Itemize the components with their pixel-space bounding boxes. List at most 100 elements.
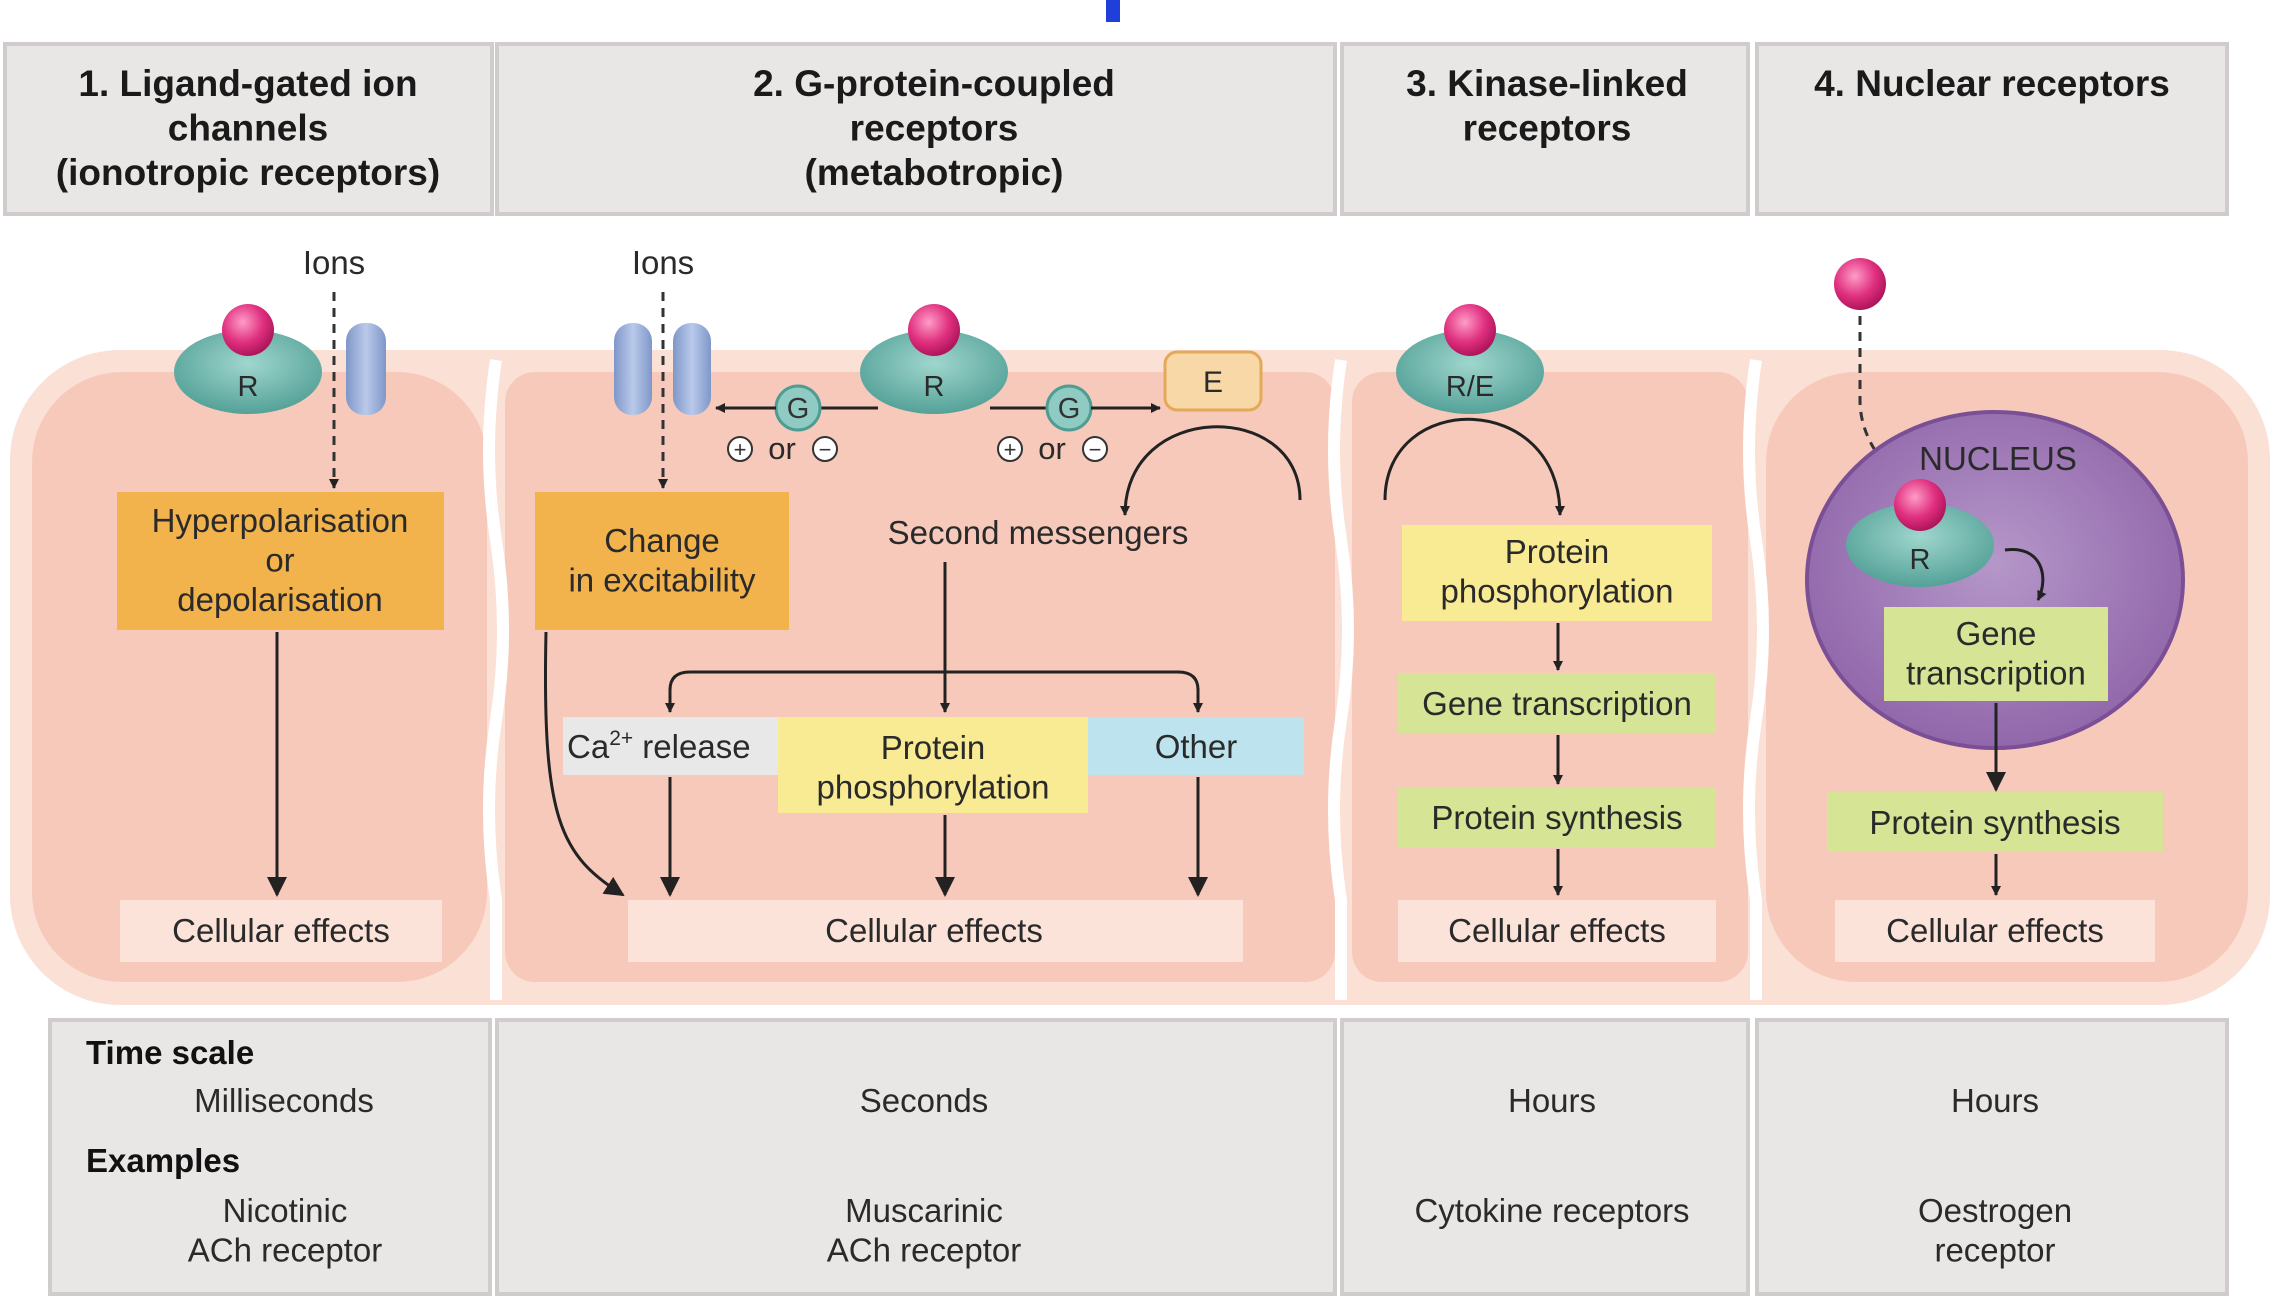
- footer-row: Time scale Examples Milliseconds Seconds…: [48, 1018, 2229, 1296]
- nucleus-label: NUCLEUS: [1919, 440, 2077, 477]
- time-scale-value-2: Seconds: [860, 1082, 988, 1119]
- cellular-effects-box-4: [1835, 900, 2155, 962]
- time-scale-value-4: Hours: [1951, 1082, 2039, 1119]
- plus-icon: [727, 436, 753, 462]
- gene-transcription-label-3: Gene transcription: [1422, 685, 1692, 722]
- ion-channel-icon: [673, 323, 711, 415]
- receptor-label-1: R: [238, 371, 259, 403]
- protein-synthesis-box: [1827, 792, 2163, 852]
- ligand-icon: [1834, 258, 1886, 310]
- plus-icon-glyph: +: [1004, 437, 1017, 462]
- top-mark: [1106, 0, 1120, 22]
- gene-transcription-box: [1398, 673, 1716, 733]
- cell-panel-2: [505, 372, 1335, 982]
- header-box-2: [495, 42, 1337, 216]
- ligand-icon: [222, 304, 274, 356]
- protein-synthesis-label-3: Protein synthesis: [1431, 799, 1682, 836]
- messenger-branch: [668, 670, 1200, 691]
- effector-loop-arrow: [1120, 425, 1302, 516]
- ca-release-label: Ca2+ release: [567, 727, 751, 765]
- minus-icon: [812, 436, 838, 462]
- excitability-to-effects-arrow: [544, 631, 625, 897]
- protein-phosphorylation-box: [778, 717, 1088, 813]
- time-scale-label: Time scale: [86, 1034, 254, 1071]
- cellular-effects-box-3: [1398, 900, 1716, 962]
- ion-channel-icon: [346, 323, 386, 415]
- gene-transcription-box: [1884, 607, 2108, 701]
- other-box: [1088, 717, 1304, 775]
- ion-channel-icon: [614, 323, 652, 415]
- cellular-effects-box-2: [628, 900, 1243, 962]
- second-messengers-label: Second messengers: [888, 514, 1189, 551]
- minus-icon-glyph: −: [819, 437, 832, 462]
- plus-icon-glyph: +: [734, 437, 747, 462]
- footer-box-2: [495, 1018, 1337, 1296]
- ligand-entry-arrow: [1858, 316, 1897, 477]
- receptor-icon: [860, 330, 1008, 414]
- g-protein-label: G: [1058, 393, 1081, 425]
- cellular-effects-label-4: Cellular effects: [1886, 912, 2104, 949]
- or-label-right: or: [1038, 431, 1066, 466]
- footer-box-1: [48, 1018, 492, 1296]
- receptor-to-gene-arrow: [2004, 548, 2047, 601]
- cellular-effects-label-2: Cellular effects: [825, 912, 1043, 949]
- or-label-left: or: [768, 431, 796, 466]
- effector-label: E: [1203, 366, 1223, 399]
- other-label: Other: [1155, 728, 1238, 765]
- minus-icon: [1082, 436, 1108, 462]
- ions-label-2: Ions: [632, 244, 694, 281]
- cell-panel-1: [32, 372, 487, 982]
- receptor-icon: [1846, 503, 1994, 587]
- effector-icon: [1163, 350, 1263, 412]
- protein-synthesis-box: [1398, 787, 1716, 847]
- cellular-effects-box-1: [120, 900, 442, 962]
- protein-synthesis-label-4: Protein synthesis: [1869, 804, 2120, 841]
- ca-release-box: [563, 717, 778, 775]
- ligand-icon: [908, 304, 960, 356]
- header-box-3: [1340, 42, 1750, 216]
- protein-phosphorylation-box: [1402, 525, 1712, 621]
- receptor-icon: [174, 330, 322, 414]
- ligand-icon: [1894, 479, 1946, 531]
- ligand-icon: [1444, 304, 1496, 356]
- ions-label-1: Ions: [303, 244, 365, 281]
- minus-icon-glyph: −: [1089, 437, 1102, 462]
- separator-1: [483, 359, 509, 1000]
- cellular-effects-label-1: Cellular effects: [172, 912, 390, 949]
- time-scale-value-3: Hours: [1508, 1082, 1596, 1119]
- footer-box-4: [1755, 1018, 2229, 1296]
- receptor-label-4: R: [1910, 544, 1931, 576]
- example-value-3: Cytokine receptors: [1414, 1192, 1689, 1229]
- plus-icon: [997, 436, 1023, 462]
- header-box-1: [3, 42, 494, 216]
- header-box-4: [1755, 42, 2229, 216]
- receptor-label-2: R: [924, 371, 945, 403]
- footer-box-3: [1340, 1018, 1750, 1296]
- separator-3: [1743, 359, 1769, 1000]
- cellular-effects-label-3: Cellular effects: [1448, 912, 1666, 949]
- receptor-label-3: R/E: [1446, 371, 1494, 403]
- g-protein-label: G: [787, 393, 810, 425]
- header-title-4: 4. Nuclear receptors: [1814, 63, 2170, 104]
- time-scale-value-1: Milliseconds: [194, 1082, 374, 1119]
- separator-2: [1328, 359, 1354, 1000]
- excitability-box: [535, 492, 789, 630]
- hyperpolarisation-box: [117, 492, 444, 630]
